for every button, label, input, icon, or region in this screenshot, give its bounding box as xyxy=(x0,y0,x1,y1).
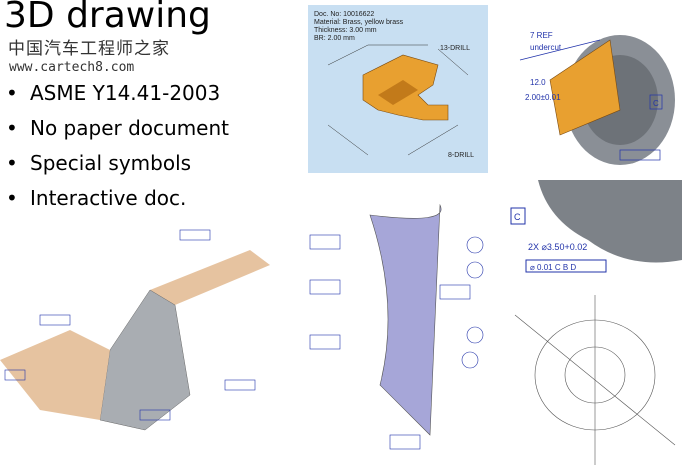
watermark: 中国汽车工程师之家 xyxy=(8,39,170,59)
bullet-item: •Interactive doc. xyxy=(6,186,187,210)
annotation-label: undercut xyxy=(530,43,562,52)
slide-title: 3D drawing xyxy=(4,0,211,36)
wireframe-assembly-view xyxy=(514,295,676,465)
brass-part-graphic xyxy=(327,44,469,156)
bullet-text: Interactive doc. xyxy=(30,186,187,210)
bullet-item: •Special symbols xyxy=(6,151,192,175)
callout-label: 13-DRILL xyxy=(440,45,470,52)
brass-part-drawing: Doc. No: 10016622 Material: Brass, yello… xyxy=(308,5,488,173)
tolerance-frame: ⌀ 0.01 C B D xyxy=(530,263,576,272)
note-line: BR: 2.00 mm xyxy=(314,35,355,42)
annotation-label: 7 REF xyxy=(530,31,553,40)
sheet-metal-bracket-view xyxy=(0,229,270,431)
note-line: Material: Brass, yellow brass xyxy=(314,19,404,26)
housing-detail-view: C 2X ⌀3.50+0.02 ⌀ 0.01 C B D xyxy=(510,180,682,273)
watermark-url: www.cartech8.com xyxy=(9,60,135,75)
datum-label: C xyxy=(514,212,521,222)
hole-callout: 2X ⌀3.50+0.02 xyxy=(528,242,587,252)
annotation-label: C xyxy=(653,99,659,108)
housing-part-view: 7 REF undercut 12.0 2.00±0.01 C xyxy=(519,31,675,165)
bullet-text: No paper document xyxy=(30,116,229,140)
bullet-item: •No paper document xyxy=(6,116,229,140)
note-line: Thickness: 3.00 mm xyxy=(314,27,377,34)
bullet-text: Special symbols xyxy=(30,151,192,175)
curved-shell-part-view xyxy=(309,203,484,450)
annotation-label: 12.0 xyxy=(530,78,546,87)
bullet-item: •ASME Y14.41-2003 xyxy=(6,81,221,105)
note-line: Doc. No: 10016622 xyxy=(314,11,375,18)
annotation-label: 2.00±0.01 xyxy=(525,93,561,102)
callout-label: 8-DRILL xyxy=(448,152,475,159)
bullet-list: •ASME Y14.41-2003 •No paper document •Sp… xyxy=(6,78,229,218)
doc-note: Doc. No: 10016622 Material: Brass, yello… xyxy=(314,11,403,43)
bullet-text: ASME Y14.41-2003 xyxy=(30,81,221,105)
